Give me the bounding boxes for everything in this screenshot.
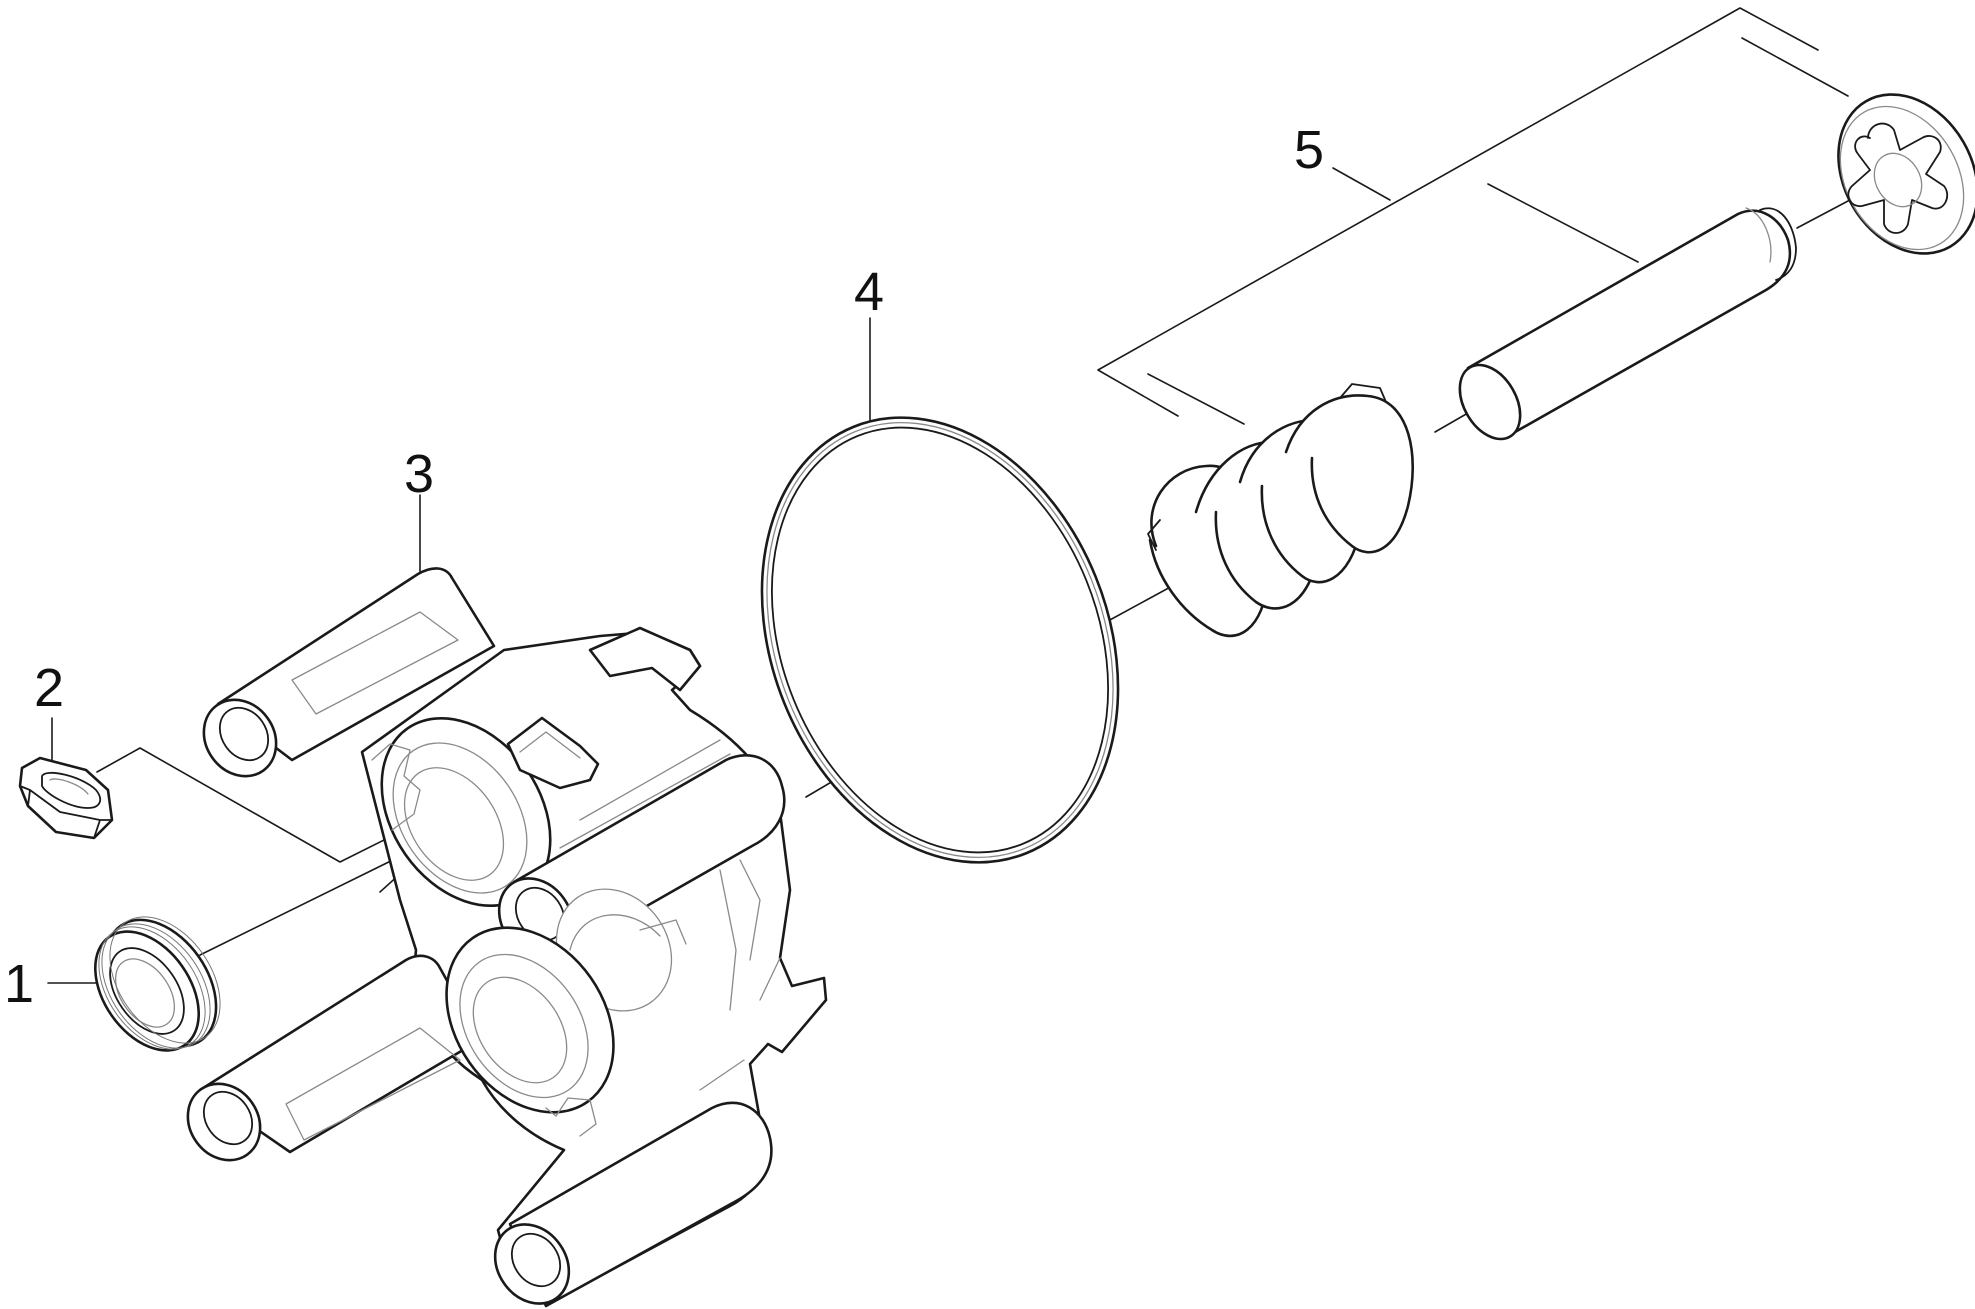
callouts: 1 2 3 4 5 — [4, 120, 1324, 1014]
part-1-threaded-seal-ring — [93, 916, 221, 1052]
group-bracket-5 — [1097, 7, 1849, 425]
part-2-hex-plate — [18, 756, 114, 840]
callout-label-3: 3 — [404, 444, 434, 504]
assembly-line-2 — [96, 747, 389, 863]
callout-label-1: 1 — [4, 954, 34, 1014]
part-4-o-ring — [760, 416, 1120, 864]
part-5-pin — [1458, 207, 1797, 441]
part-5-clip-washer — [1837, 93, 1975, 255]
callout-label-5: 5 — [1294, 120, 1324, 180]
leader-line-5 — [1332, 167, 1391, 201]
part-3-valve-housing — [186, 567, 828, 1308]
callout-label-4: 4 — [854, 262, 884, 322]
callout-label-2: 2 — [34, 658, 64, 718]
part-5-spring — [1147, 383, 1414, 638]
